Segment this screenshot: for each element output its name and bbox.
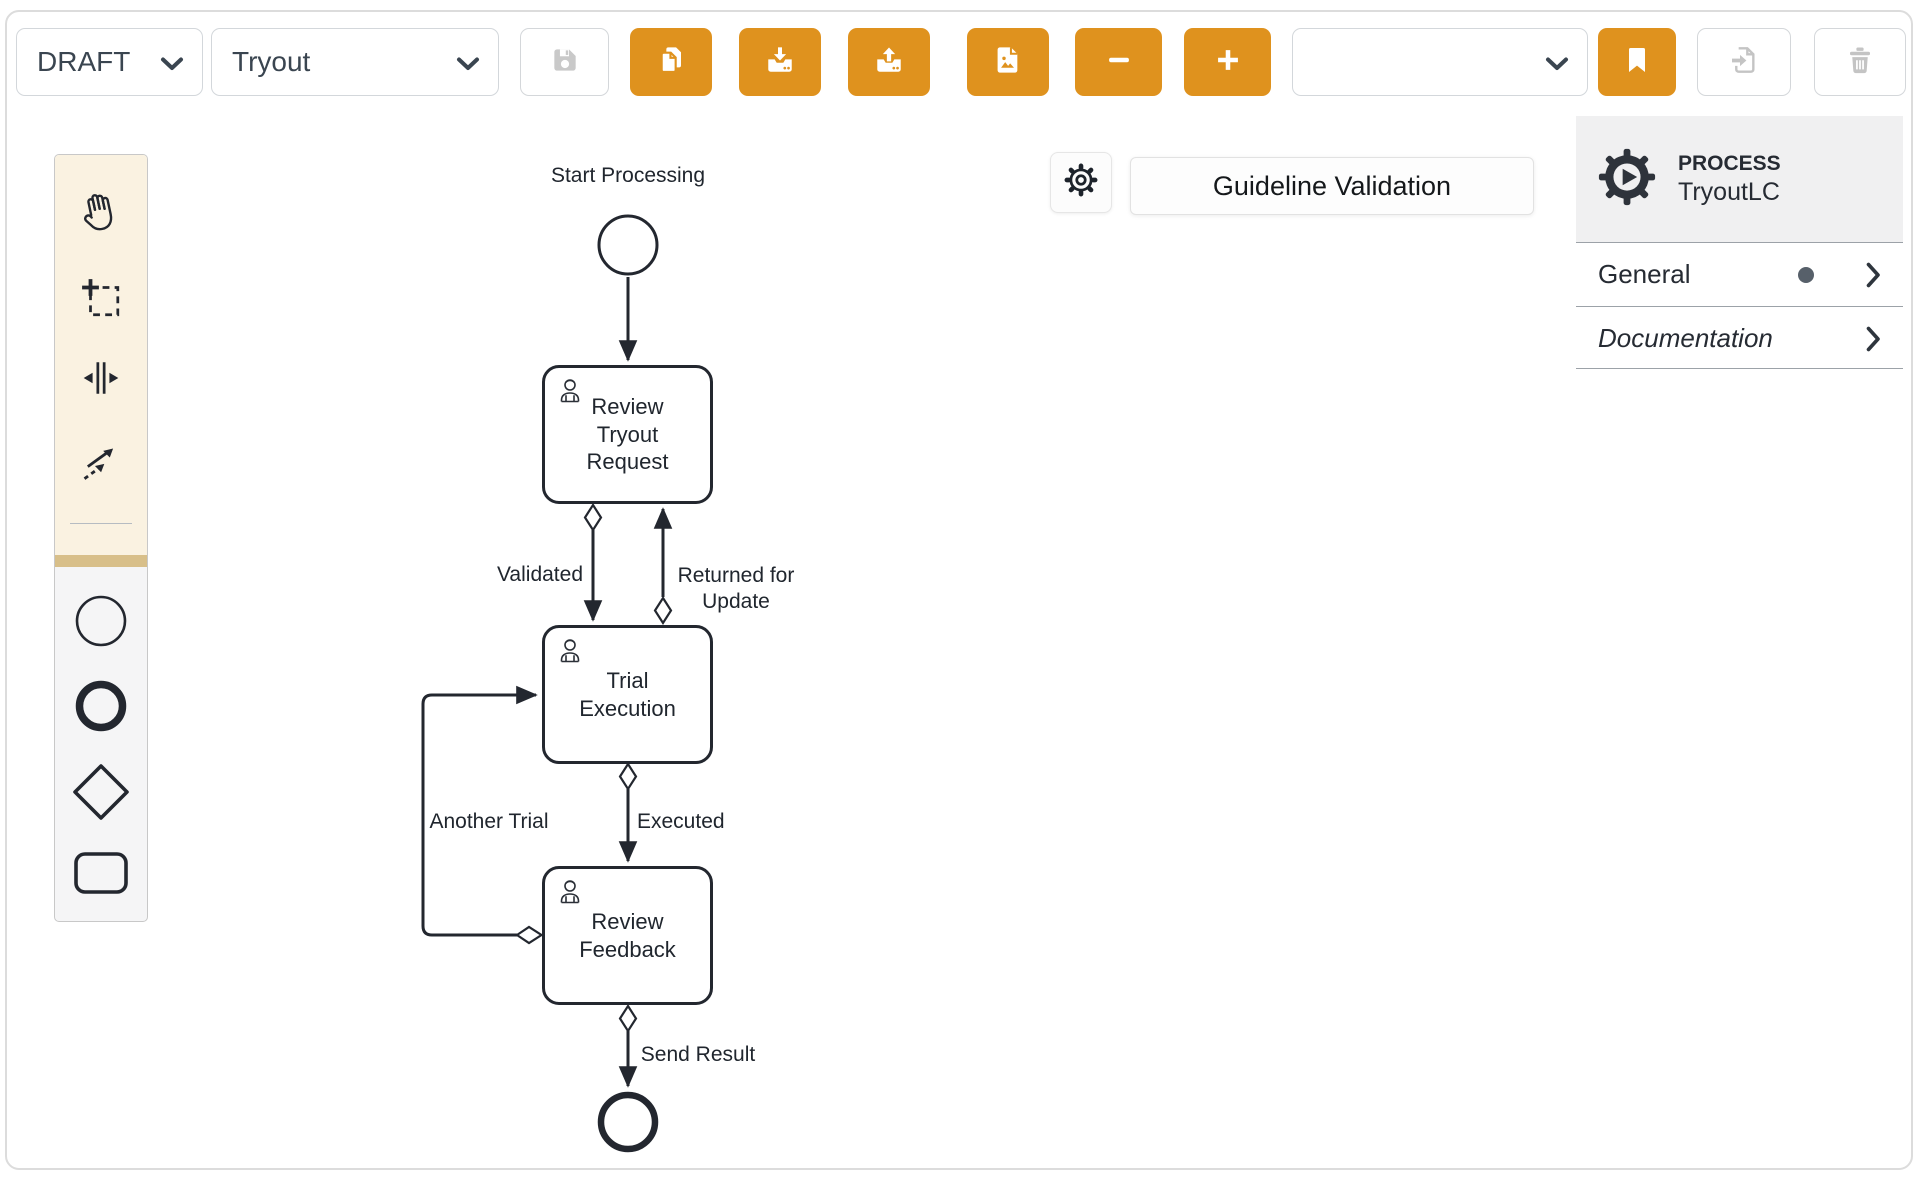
user-task-icon [555,636,585,673]
element-type-label: PROCESS [1678,152,1781,176]
panel-section-label: Documentation [1598,323,1773,353]
upload-icon [873,44,905,81]
panel-section-documentation[interactable]: Documentation [1576,307,1903,370]
status-select[interactable]: DRAFT [16,28,203,96]
bookmark-button[interactable] [1598,28,1676,96]
properties-panel-header: PROCESS TryoutLC [1576,116,1903,242]
trash-icon [1844,44,1876,81]
panel-divider [1576,306,1903,307]
task-label: Review Feedback [579,909,676,962]
palette-divider [70,522,132,524]
download-button[interactable] [739,28,821,96]
chevron-down-icon [1545,46,1569,78]
flow-label-send-result: Send Result [640,1043,756,1066]
user-task-icon [555,877,585,914]
palette-tool-group [55,155,147,555]
chevron-right-icon [1866,326,1881,352]
end-event[interactable] [597,1091,659,1153]
upload-button[interactable] [848,28,930,96]
status-select-value: DRAFT [37,46,131,77]
chevron-down-icon [160,46,184,78]
element-palette [54,154,148,922]
panel-divider [1576,242,1903,243]
user-task-trial-execution[interactable]: Trial Execution [542,625,713,764]
start-event[interactable] [597,214,659,276]
user-task-review-feedback[interactable]: Review Feedback [542,866,713,1005]
file-import-icon [1728,44,1760,81]
palette-shape-group [55,567,147,921]
process-icon [1596,146,1658,213]
diagram-canvas[interactable] [160,100,1560,1165]
bookmark-icon [1621,44,1653,81]
user-task-review-tryout-request[interactable]: Review Tryout Request [542,365,713,504]
export-image-button[interactable] [967,28,1049,96]
task-tool[interactable] [73,851,129,895]
version-select[interactable] [1292,28,1588,96]
element-name: TryoutLC [1678,177,1780,206]
zoom-in-button[interactable] [1184,28,1271,96]
flow-label-validated: Validated [496,563,583,586]
flow-label-returned-for-update: Returned for Update [677,564,795,614]
task-label: Trial Execution [579,668,676,721]
panel-section-general[interactable]: General [1576,243,1903,306]
modified-dot-indicator [1798,266,1814,283]
user-task-icon [555,376,585,413]
download-icon [764,44,796,81]
chevron-down-icon [456,46,480,78]
hand-tool[interactable] [77,190,125,238]
flow-label-executed: Executed [637,810,725,833]
process-select-value: Tryout [232,46,311,77]
task-label: Review Tryout Request [586,394,669,475]
chevron-right-icon [1866,262,1881,288]
process-select[interactable]: Tryout [211,28,499,96]
panel-section-label: General [1598,259,1691,289]
palette-group-separator [55,555,147,567]
start-event-tool[interactable] [73,593,129,649]
guideline-validation-button[interactable]: Guideline Validation [1130,157,1534,215]
export-image-icon [992,44,1024,81]
save-icon [549,44,581,81]
connection-tool[interactable] [79,438,123,482]
zoom-out-button[interactable] [1075,28,1162,96]
zoom-out-icon [1102,43,1136,82]
save-button[interactable] [520,28,609,96]
guideline-validation-label: Guideline Validation [1212,170,1452,201]
space-tool[interactable] [80,357,122,399]
end-event-tool[interactable] [73,678,129,734]
gateway-tool[interactable] [71,762,131,822]
trash-button[interactable] [1814,28,1906,96]
gear-icon [1062,161,1100,204]
validation-settings-button[interactable] [1050,152,1112,213]
flow-label-another-trial: Another Trial [429,810,549,833]
panel-divider [1576,368,1903,369]
copy-icon [655,44,687,81]
copy-button[interactable] [630,28,712,96]
file-import-button[interactable] [1697,28,1791,96]
sequence-flow-another-trial[interactable] [421,685,538,937]
zoom-in-icon [1211,43,1245,82]
start-event-label: Start Processing [550,164,706,187]
lasso-tool[interactable] [80,277,122,319]
